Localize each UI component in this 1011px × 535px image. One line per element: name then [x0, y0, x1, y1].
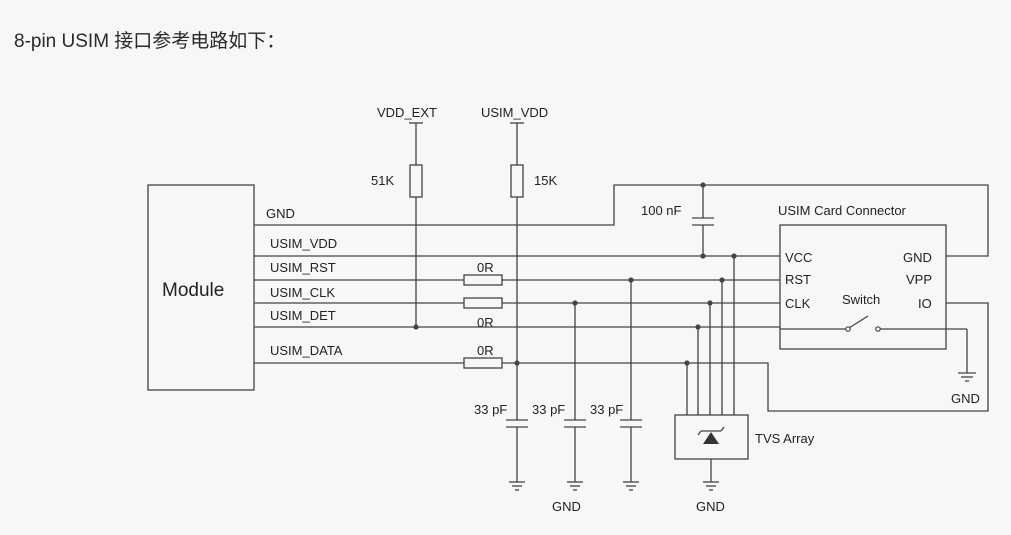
connector-pin-io: IO [918, 296, 932, 311]
connector-pin-vcc: VCC [785, 250, 812, 265]
tvs-array [674, 256, 749, 491]
connector-pin-clk: CLK [785, 296, 811, 311]
page-heading: 8-pin USIM 接口参考电路如下： [14, 31, 286, 52]
series-resistor-data-label: 0R [477, 343, 494, 358]
ground-label-tvs: GND [696, 499, 725, 514]
connector-pin-gnd: GND [903, 250, 932, 265]
switch-label: Switch [842, 292, 880, 307]
signal-label-usim-data: USIM_DATA [270, 343, 343, 358]
supply-label-vdd-ext: VDD_EXT [377, 105, 437, 120]
signal-label-gnd: GND [266, 206, 295, 221]
connector-block [779, 224, 947, 350]
junction-dots [413, 182, 737, 366]
pullup-data [510, 122, 524, 363]
capacitor-c1-label: 33 pF [474, 402, 507, 417]
pullup-data-label: 15K [534, 173, 557, 188]
tvs-array-label: TVS Array [755, 431, 815, 446]
capacitor-c3 [620, 280, 642, 491]
signal-label-usim-vdd: USIM_VDD [270, 236, 337, 251]
pullup-det [409, 122, 423, 327]
ground-label-switch: GND [951, 391, 980, 406]
connector-pin-vpp: VPP [906, 272, 932, 287]
wire-usim-data [254, 302, 989, 412]
signal-label-usim-det: USIM_DET [270, 308, 336, 323]
capacitor-c2-label: 33 pF [532, 402, 565, 417]
connector-title: USIM Card Connector [778, 203, 907, 218]
module-label: Module [162, 280, 224, 301]
capacitor-c2 [564, 303, 586, 491]
signal-label-usim-rst: USIM_RST [270, 260, 336, 275]
series-resistor-rst-label: 0R [477, 260, 494, 275]
ground-symbol-switch [958, 372, 976, 382]
capacitor-c1 [506, 363, 528, 491]
capacitor-c3-label: 33 pF [590, 402, 623, 417]
bypass-capacitor [692, 185, 714, 256]
series-resistor-clk-label: 0R [477, 315, 494, 330]
wire-gnd [254, 184, 989, 257]
ground-label-caps: GND [552, 499, 581, 514]
module-block [147, 184, 255, 391]
connector-pin-rst: RST [785, 272, 811, 287]
supply-label-usim-vdd: USIM_VDD [481, 105, 548, 120]
switch-symbol [780, 315, 968, 373]
signal-label-usim-clk: USIM_CLK [270, 285, 335, 300]
pullup-det-label: 51K [371, 173, 394, 188]
bypass-cap-label: 100 nF [641, 203, 682, 218]
